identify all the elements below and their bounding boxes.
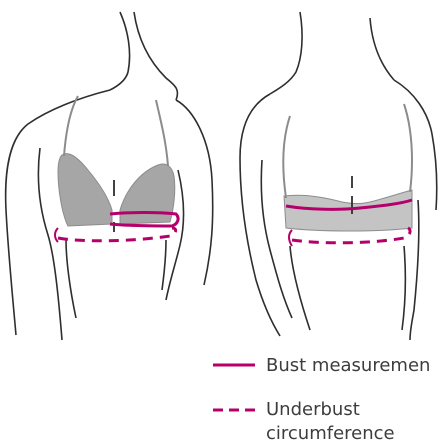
right-figure-right-arm-outline xyxy=(394,80,437,210)
bra-cup-right xyxy=(120,164,175,224)
left-underbust-measurement-line xyxy=(58,228,176,241)
right-figure-neck-outline xyxy=(270,12,302,94)
right-figure-torso-left xyxy=(290,246,310,330)
legend-underbust-label-line2: circumference xyxy=(266,424,395,444)
bra-band-strap-right xyxy=(404,104,412,192)
bra-strap-left xyxy=(64,96,78,156)
left-figure-torso-right xyxy=(162,240,166,290)
bra-strap-right xyxy=(156,100,168,166)
right-figure xyxy=(240,12,437,340)
left-underbust-side-marker xyxy=(55,228,58,242)
left-figure xyxy=(6,12,213,340)
legend-bust-label: Bust measuremen xyxy=(266,356,430,376)
right-figure-left-inner-arm xyxy=(261,160,292,318)
left-figure-torso-left xyxy=(66,240,76,318)
right-figure-neck-outline-right xyxy=(370,18,394,80)
right-figure-left-arm-outline xyxy=(240,94,280,336)
bra-band-strap-left xyxy=(283,116,290,198)
left-figure-neck-outline-right xyxy=(134,12,178,100)
bra-cup-left xyxy=(58,154,112,226)
right-underbust-side-marker xyxy=(289,230,292,246)
bra-band xyxy=(284,190,412,231)
right-figure-torso-right xyxy=(402,246,405,330)
legend-underbust-label-line1: Underbust xyxy=(266,400,360,420)
left-figure-neck-outline xyxy=(110,12,130,90)
